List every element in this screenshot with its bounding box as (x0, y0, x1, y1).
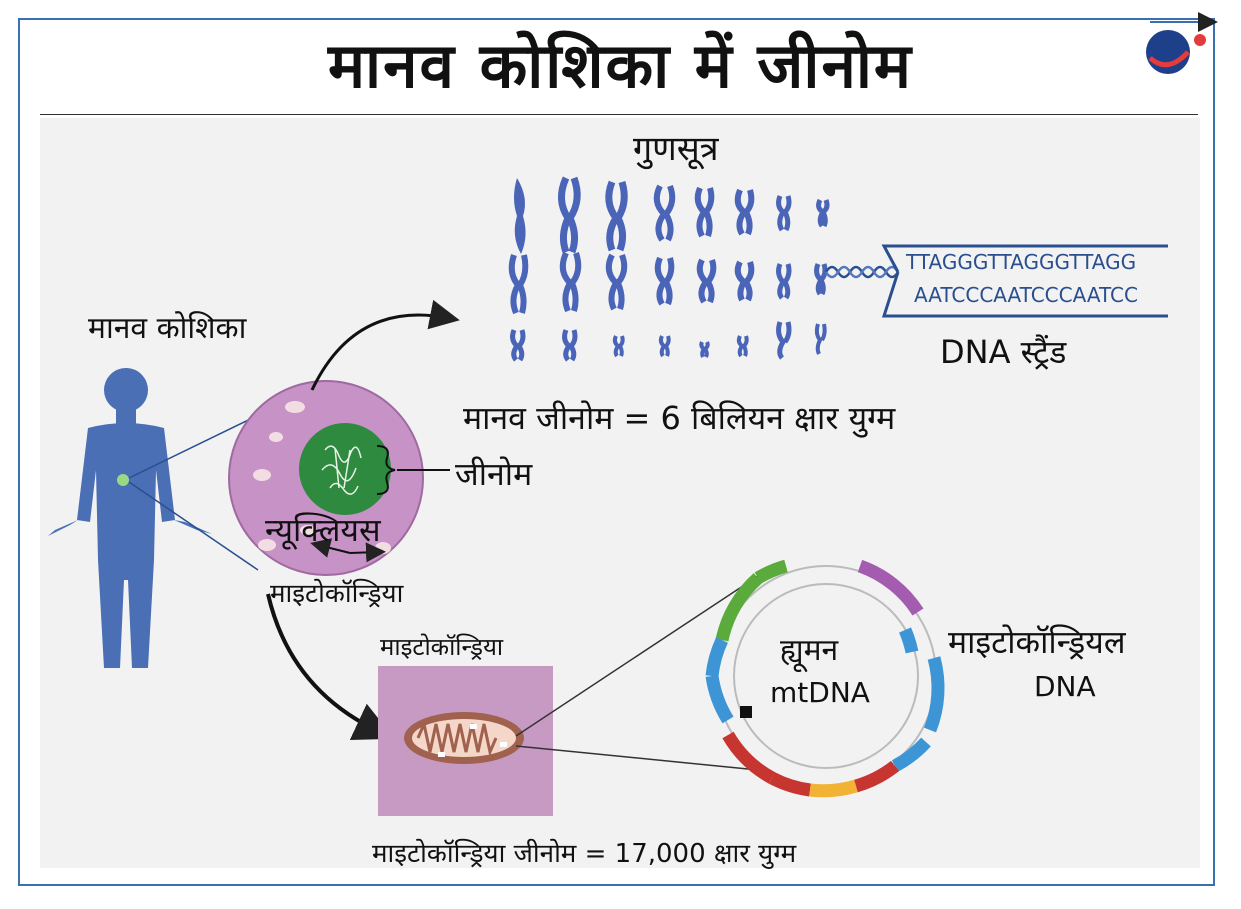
dna-strand-label: DNA स्ट्रैंड (940, 333, 1067, 371)
mitochondrial-dna-line1: माइटोकॉन्ड्रियल (948, 623, 1126, 661)
chromosomes-label: गुणसूत्र (633, 129, 719, 169)
dna-helix (824, 244, 1168, 318)
human-mtdna-line1: ह्यूमन (780, 633, 839, 668)
mito-pointer-left (310, 538, 351, 558)
arrow-to-mitochondria (266, 593, 395, 740)
human-body-silhouette (48, 368, 212, 668)
cell-nucleus (299, 423, 391, 515)
mitochondrial-dna-line2: DNA (1034, 670, 1096, 703)
page-title: मानव कोशिका में जीनोम (327, 29, 914, 102)
mito-pointer-right (349, 542, 386, 563)
genome-brace (376, 445, 396, 495)
zoom-line-mtdna-bottom (515, 745, 759, 771)
zoom-line-mtdna-top (515, 575, 759, 737)
cell-mitochondria-label: माइटोकॉन्ड्रिया (270, 579, 404, 609)
karyotype-chromosomes (508, 176, 830, 362)
nucleus-label: न्यूक्लियस (265, 511, 381, 549)
zoom-line-cell-bottom (128, 481, 259, 571)
mito-genome-label: माइटोकॉन्ड्रिया जीनोम = 17,000 क्षार युग… (372, 839, 797, 869)
arrow-to-chromosomes (310, 299, 460, 391)
genome-label: जीनोम (455, 455, 533, 493)
dna-sequence-bottom: AATCCCAATCCCAATCC (914, 283, 1138, 307)
human-cell-label: मानव कोशिका (88, 311, 247, 346)
mitochondria-box-label: माइटोकॉन्ड्रिया (380, 633, 504, 661)
mtdna-ring (705, 559, 945, 798)
logo-icon (1146, 12, 1218, 74)
mitochondrion (404, 712, 524, 764)
title-divider (40, 114, 1198, 115)
human-genome-label: मानव जीनोम = 6 बिलियन क्षार युग्म (463, 399, 896, 437)
page-frame (18, 18, 1215, 886)
dna-sequence-top: TTAGGGTTAGGGTTAGG (906, 250, 1137, 274)
human-mtdna-line2: mtDNA (770, 676, 870, 709)
